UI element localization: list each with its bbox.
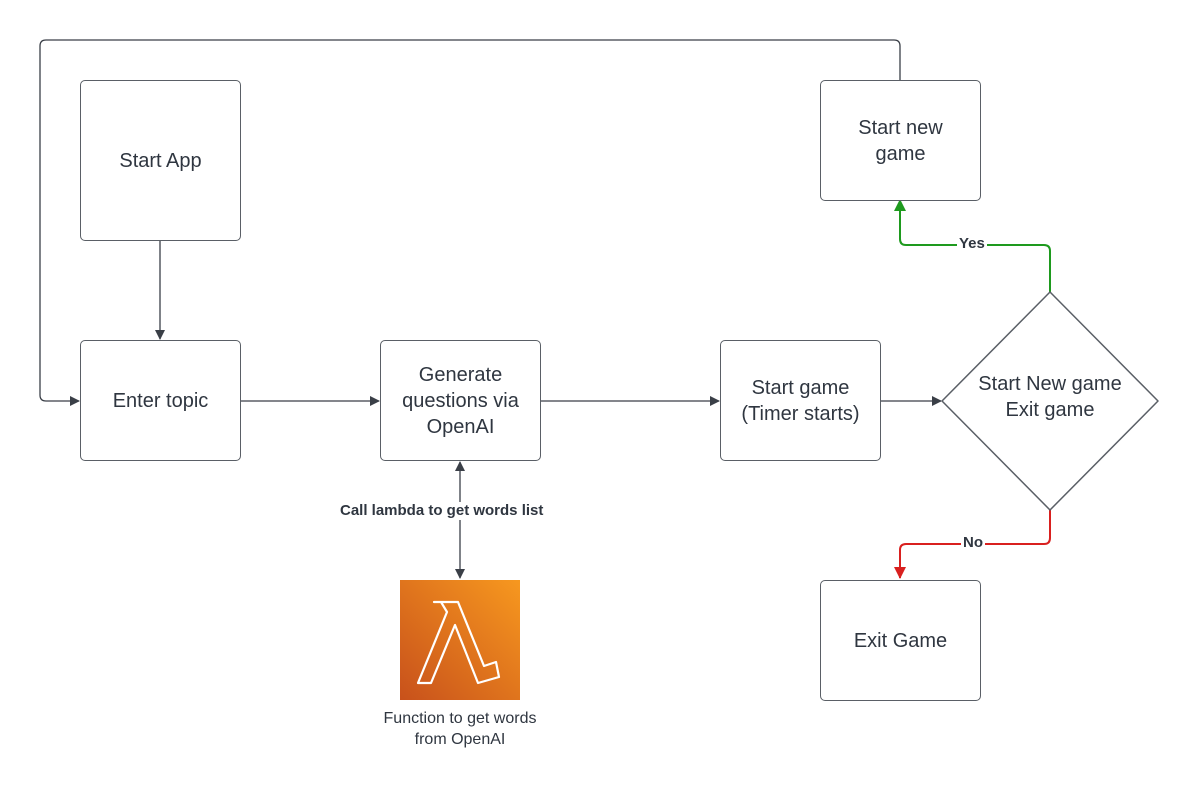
generate-questions-label: Generate questions via OpenAI: [402, 363, 519, 438]
enter-topic-node: Enter topic: [80, 340, 241, 461]
start-game-node: Start game (Timer starts): [720, 340, 881, 461]
edge-newgame-to-topic: [39, 39, 901, 406]
decision-label: Start New game Exit game: [978, 373, 1122, 421]
lambda-call-label: Call lambda to get words list: [338, 502, 546, 520]
start-game-label: Start game (Timer starts): [741, 376, 860, 425]
exit-game-label: Exit Game: [853, 629, 948, 652]
generate-questions-node: Generate questions via OpenAI: [380, 340, 541, 461]
no-label: No: [961, 534, 985, 552]
lambda-caption: Function to get words from OpenAI: [383, 710, 537, 748]
enter-topic-label: Enter topic: [112, 389, 209, 412]
start-new-game-node: Start new game: [820, 80, 981, 201]
yes-label: Yes: [957, 235, 987, 253]
aws-lambda-icon: [400, 580, 520, 700]
start-app-node: Start App: [80, 80, 241, 241]
start-app-label: Start App: [119, 149, 202, 172]
start-new-game-label: Start new game: [858, 116, 943, 165]
decision-diamond: [941, 291, 1159, 511]
exit-game-node: Exit Game: [820, 580, 981, 701]
